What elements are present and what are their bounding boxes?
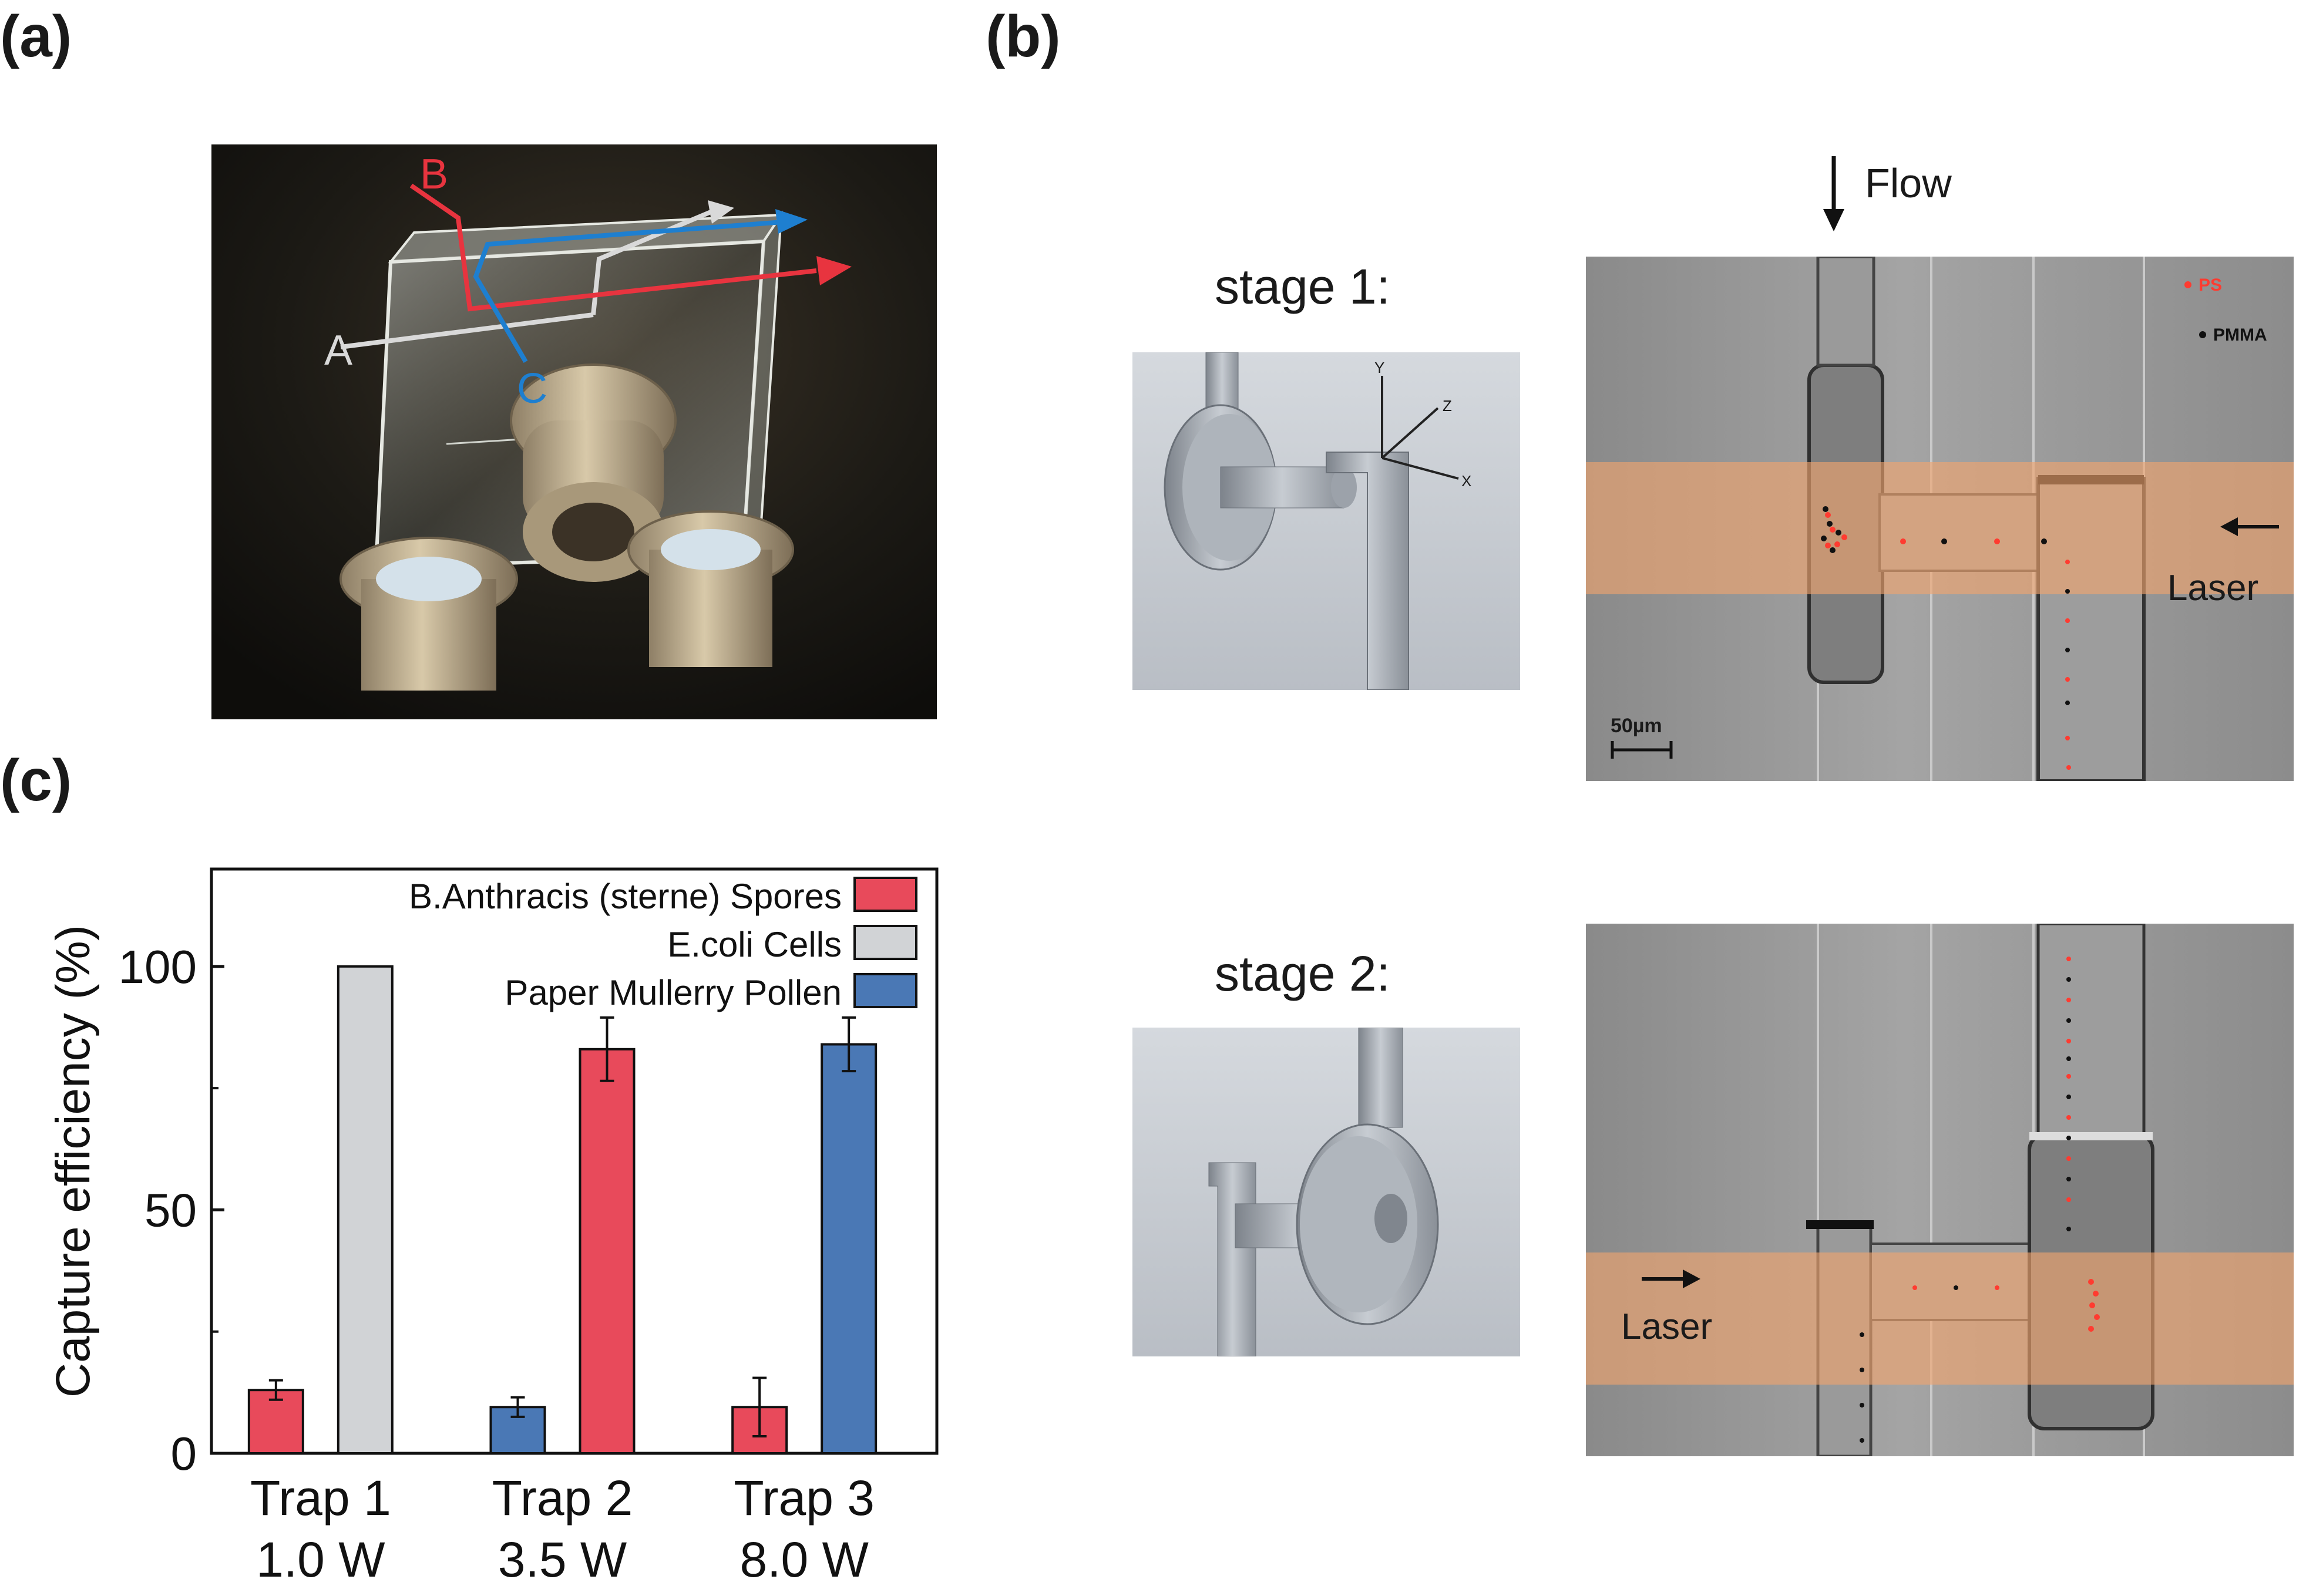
ps-particles-2 bbox=[1912, 957, 2100, 1332]
legend-swatch-1 bbox=[853, 925, 917, 960]
legend-swatch-2 bbox=[853, 973, 917, 1008]
legend-ps-label: PS bbox=[2199, 275, 2222, 295]
scale-bar-label: 50µm bbox=[1611, 715, 1662, 737]
capture-efficiency-chart: 0 50 100 Capture efficiency (%) Trap 1 1.0 W T… bbox=[46, 867, 939, 1587]
bar-trap3-1 bbox=[821, 1043, 878, 1454]
annotation-a-arrow bbox=[708, 200, 734, 224]
stage2-label: stage 2: bbox=[1215, 946, 1390, 1001]
annotation-b-arrow bbox=[816, 256, 852, 285]
x-category-label-1: Trap 2 bbox=[492, 1470, 633, 1526]
legend-label-0: B.Anthracis (sterne) Spores bbox=[409, 877, 842, 916]
y-tick-label-0: 0 bbox=[171, 1427, 197, 1480]
plot-frame bbox=[210, 867, 939, 1455]
x-category-sublabel-2: 8.0 W bbox=[739, 1532, 868, 1587]
annotation-a-text: A bbox=[324, 327, 352, 374]
annotation-a-line bbox=[340, 312, 594, 349]
x-category-label-2: Trap 3 bbox=[734, 1470, 875, 1526]
flow-indicator: Flow bbox=[1823, 156, 1952, 231]
micrograph-stage1: PS PMMA Laser 50µm bbox=[1586, 257, 2294, 781]
x-category-label-0: Trap 1 bbox=[250, 1470, 391, 1526]
pmma-particles bbox=[1821, 506, 2070, 705]
panel-c-label: (c) bbox=[0, 748, 72, 813]
device-photo: A C B bbox=[211, 144, 937, 719]
annotation-b-text: B bbox=[420, 151, 448, 198]
stage2-render bbox=[1132, 1028, 1520, 1356]
bar-trap1-1 bbox=[337, 965, 394, 1455]
panel-a-label: (a) bbox=[0, 4, 72, 69]
pmma-particles-2 bbox=[1860, 977, 2071, 1443]
y-axis-label: Capture efficiency (%) bbox=[46, 925, 100, 1398]
legend-ps-marker bbox=[2184, 281, 2191, 288]
legend-pmma-label: PMMA bbox=[2213, 325, 2267, 345]
legend-swatch-0 bbox=[853, 877, 917, 912]
legend-label-2: Paper Mullerry Pollen bbox=[505, 973, 842, 1012]
stage1-label: stage 1: bbox=[1215, 259, 1390, 314]
flow-label: Flow bbox=[1865, 160, 1952, 206]
laser-label-top: Laser bbox=[2167, 568, 2258, 608]
axis-z-label: Z bbox=[1443, 397, 1452, 415]
x-category-sublabel-1: 3.5 W bbox=[498, 1532, 627, 1587]
axis-x-label: X bbox=[1461, 472, 1471, 490]
micrograph-stage2: Laser bbox=[1586, 924, 2294, 1456]
legend-label-1: E.coli Cells bbox=[667, 925, 842, 964]
annotation-c-text: C bbox=[517, 365, 547, 412]
y-tick-label-2: 100 bbox=[119, 941, 197, 993]
laser-label-bottom: Laser bbox=[1621, 1307, 1712, 1347]
ps-particles bbox=[1825, 512, 2071, 770]
stage1-render: Y Z X bbox=[1132, 352, 1520, 690]
laser-beam-2 bbox=[1586, 1252, 2294, 1385]
axis-y-label: Y bbox=[1374, 359, 1384, 376]
annotation-c-line bbox=[473, 218, 799, 363]
x-category-sublabel-0: 1.0 W bbox=[256, 1532, 385, 1587]
annotation-c-arrow bbox=[775, 209, 808, 234]
legend-pmma-marker bbox=[2199, 331, 2206, 338]
laser-beam bbox=[1586, 462, 2294, 594]
annotation-b-line bbox=[409, 183, 817, 312]
panel-b-label: (b) bbox=[986, 4, 1061, 69]
y-tick-label-1: 50 bbox=[144, 1184, 197, 1236]
bar-trap2-1 bbox=[579, 1048, 636, 1454]
